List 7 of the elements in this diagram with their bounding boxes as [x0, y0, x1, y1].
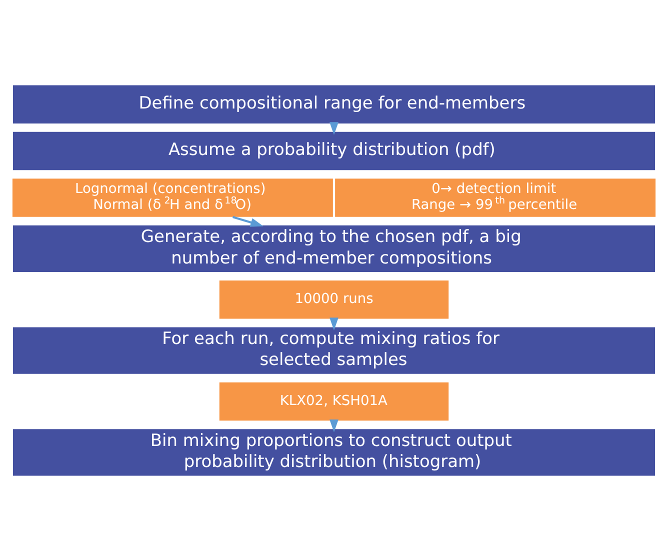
node-box: Bin mixing proportions to construct output probability distribution (histogram) — [13, 428, 655, 476]
node-box: 0→ detection limit Range → 99$^{th}$ percentile — [335, 178, 656, 216]
node-box: For each run, compute mixing ratios for selected samples — [13, 326, 655, 374]
node-box: Lognormal (concentrations) Normal (δ$^{2}$H and δ$^{18}$O) — [12, 178, 333, 216]
node-box: Assume a probability distribution (pdf) — [13, 131, 655, 170]
node-box: Generate, according to the chosen pdf, a big number of end-member compositions — [13, 224, 655, 272]
arrow — [232, 215, 264, 226]
